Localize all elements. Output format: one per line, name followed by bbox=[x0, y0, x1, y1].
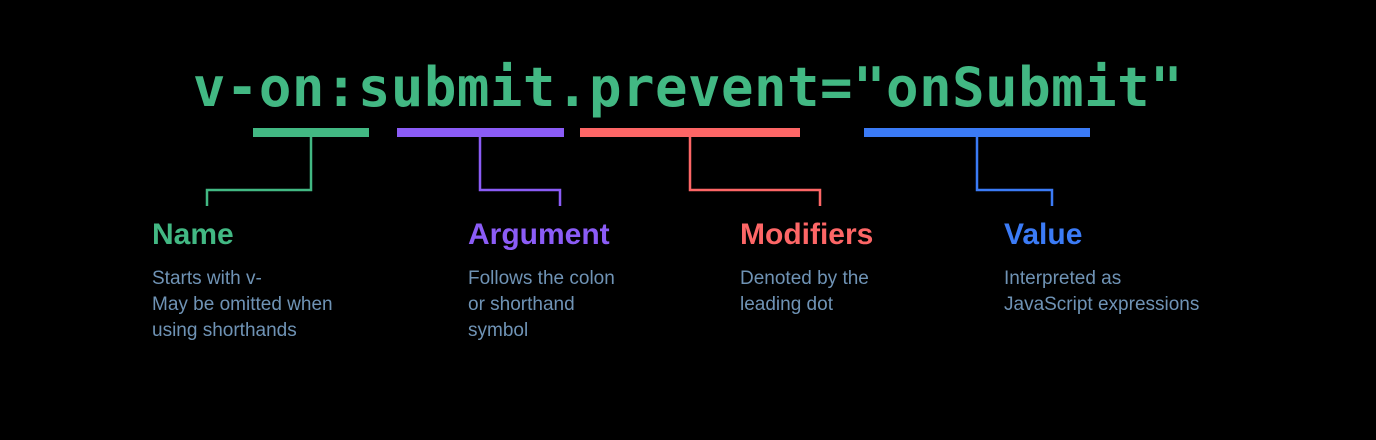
label-title-name: Name bbox=[152, 218, 234, 251]
label-description-name: Starts with v- May be omitted when using… bbox=[152, 268, 333, 341]
label-description-argument: Follows the colon or shorthand symbol bbox=[468, 268, 615, 341]
label-title-value: Value bbox=[1004, 218, 1083, 251]
label-title-argument: Argument bbox=[468, 218, 610, 251]
label-description-modifiers: Denoted by the leading dot bbox=[740, 268, 869, 315]
connector-value bbox=[975, 137, 1054, 206]
connector-modifiers bbox=[688, 137, 822, 206]
code-expression: v-on:submit.prevent="onSubmit" bbox=[192, 56, 1184, 119]
label-description-value: Interpreted as JavaScript expressions bbox=[1004, 268, 1200, 315]
connector-argument bbox=[478, 137, 562, 206]
underline-bar-argument bbox=[397, 128, 564, 137]
connector-name bbox=[205, 137, 313, 206]
underline-bar-modifiers bbox=[580, 128, 800, 137]
underline-bar-name bbox=[253, 128, 369, 137]
label-title-modifiers: Modifiers bbox=[740, 218, 874, 251]
underline-bar-value bbox=[864, 128, 1090, 137]
